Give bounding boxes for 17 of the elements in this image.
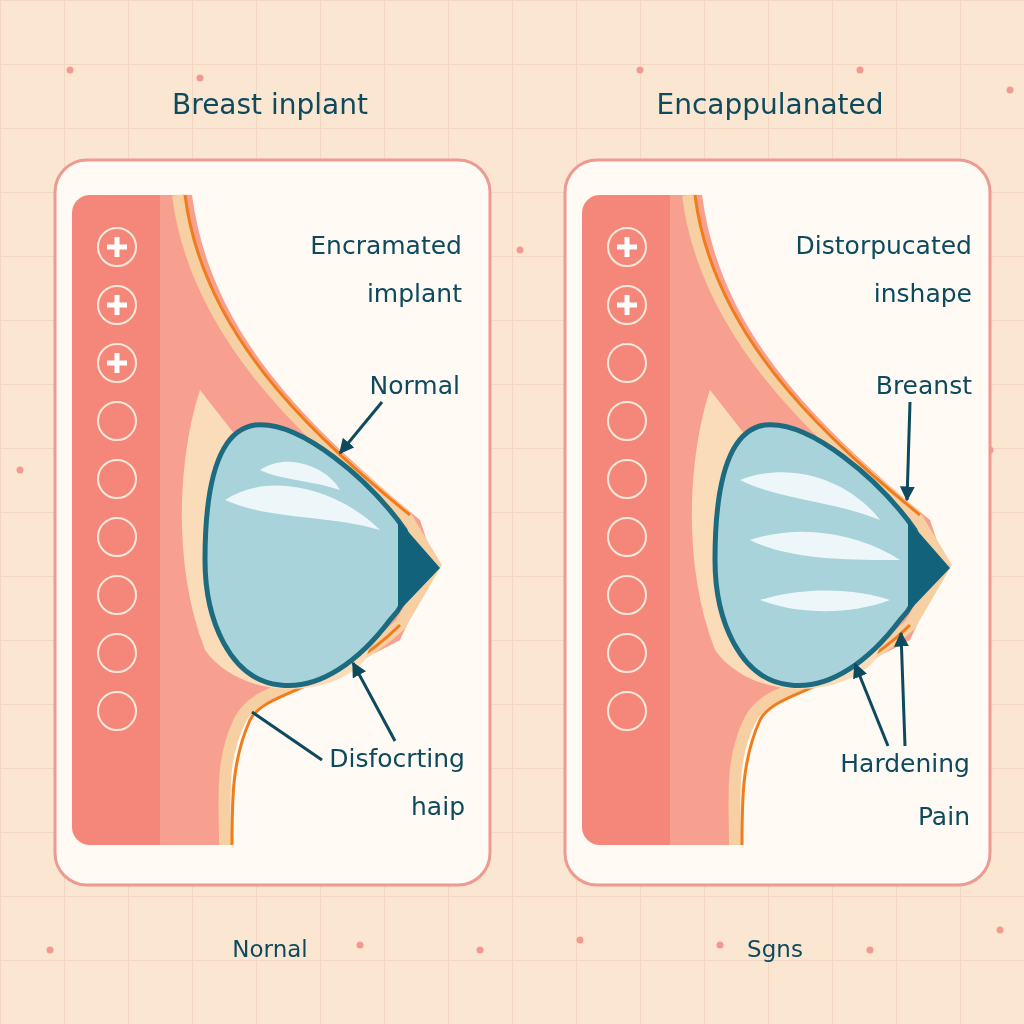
callout-text: Pain — [916, 801, 970, 833]
leader-line — [251, 710, 323, 762]
arrow — [853, 662, 890, 747]
column-heading: Encappulanated — [655, 87, 885, 123]
arrow — [894, 631, 909, 747]
arrow — [899, 401, 915, 502]
callout-text: Encramated implant — [309, 230, 462, 310]
arrow — [351, 661, 397, 742]
callout-text: Disfocrting haip — [322, 735, 465, 830]
callout-text: Hardening — [800, 740, 970, 788]
callout-text: Distorpucated inshape — [794, 230, 972, 310]
panel-caption: Nornal — [231, 935, 309, 964]
arrow — [338, 401, 384, 455]
panel-caption: Sgns — [746, 935, 804, 964]
callout-text: Breanst — [840, 362, 972, 410]
callout-text: Normal — [330, 362, 460, 410]
column-heading: Breast inplant — [171, 87, 369, 123]
